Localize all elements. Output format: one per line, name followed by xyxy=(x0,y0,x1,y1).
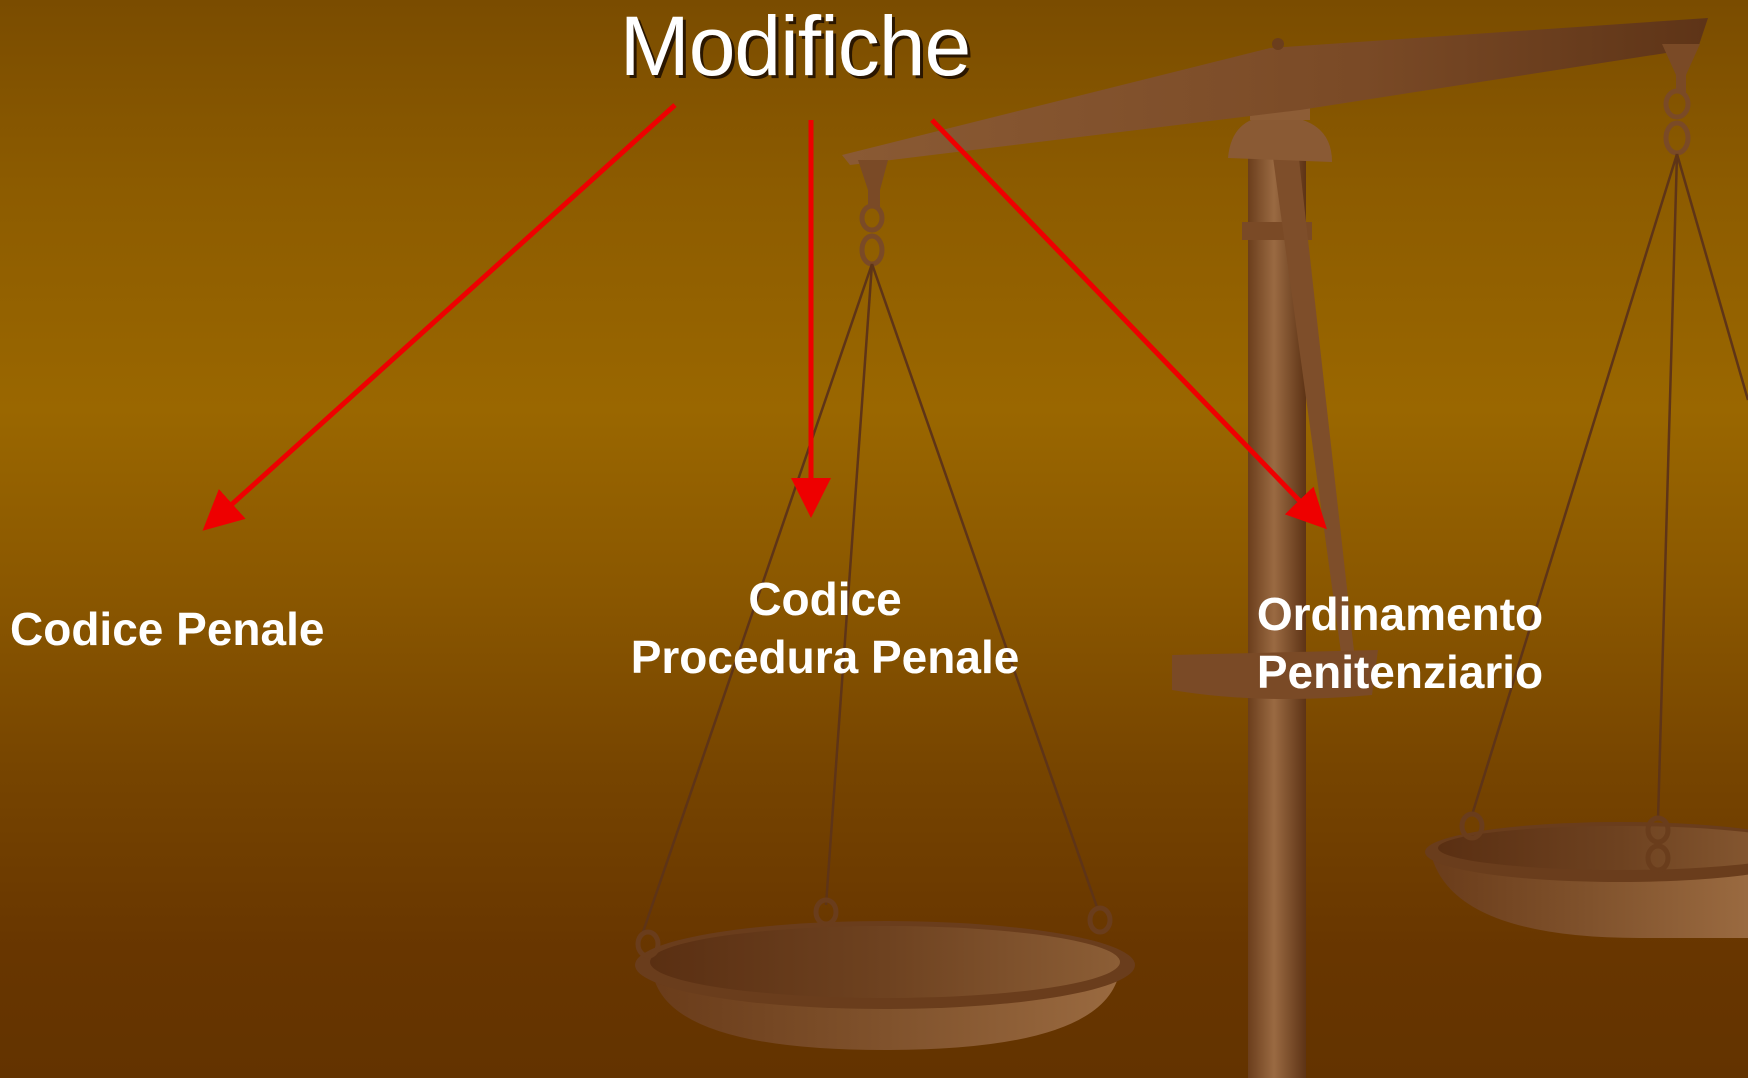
right-hanger xyxy=(1662,44,1700,92)
label-ordinamento-penitenziario: Ordinamento Penitenziario xyxy=(1230,585,1570,701)
scale-cross-arm xyxy=(1172,650,1378,699)
label-codice-penale: Codice Penale xyxy=(10,600,324,658)
left-hanger xyxy=(858,160,888,208)
scale-beam xyxy=(842,18,1708,165)
scale-brace xyxy=(1272,150,1355,660)
label-codice-procedura-penale: Codice Procedura Penale xyxy=(600,570,1050,686)
arrow-to-ordinamento-penitenziario xyxy=(930,118,1327,530)
slide-title: Modifiche xyxy=(619,0,972,93)
scale-beam-knob xyxy=(1272,38,1284,50)
scale-pivot-cap xyxy=(1228,115,1332,162)
label-line: Penitenziario xyxy=(1256,646,1544,698)
label-line: Codice xyxy=(748,573,902,625)
label-line: Codice Penale xyxy=(10,603,325,655)
label-line: Procedura Penale xyxy=(630,631,1020,683)
label-line: Ordinamento xyxy=(1256,588,1544,640)
arrow-to-codice-penale xyxy=(202,103,677,531)
